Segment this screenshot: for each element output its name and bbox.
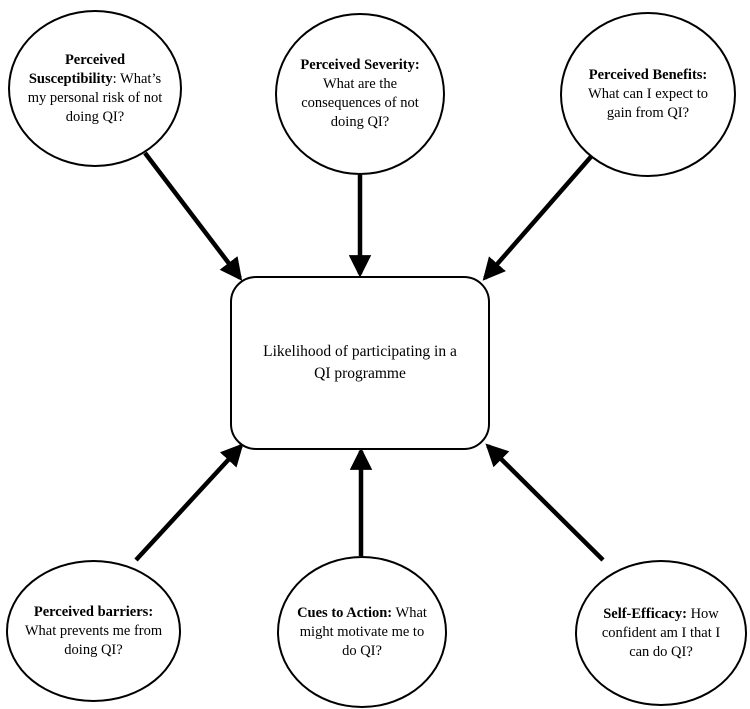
cues-to-action-title: Cues to Action: — [297, 604, 393, 621]
perceived-severity-title: Perceived Severity: — [300, 57, 420, 73]
arrow-benefits-to-center — [482, 149, 598, 281]
arrow-susceptibility-to-center — [143, 151, 243, 281]
perceived-severity-question: What are the consequences of not doing Q… — [301, 76, 419, 130]
cues-to-action-text: Cues to Action: What might motivate me t… — [279, 604, 445, 661]
perceived-susceptibility-node: Perceived Susceptibility: What’s my pers… — [8, 10, 182, 167]
perceived-barriers-text: Perceived barriers: What prevents me fro… — [8, 603, 179, 660]
likelihood-center-text: Likelihood of participating in a QI prog… — [263, 343, 457, 382]
self-efficacy-title: Self-Efficacy: — [603, 605, 687, 622]
arrow-barriers-to-center — [134, 443, 244, 562]
perceived-susceptibility-title: Perceived Susceptibility — [28, 51, 126, 87]
perceived-benefits-question: What can I expect to gain from QI? — [588, 86, 708, 121]
perceived-benefits-text: Perceived Benefits: What can I expect to… — [562, 66, 734, 123]
likelihood-center-box: Likelihood of participating in a QI prog… — [230, 276, 490, 450]
cues-to-action-node: Cues to Action: What might motivate me t… — [277, 556, 447, 708]
self-efficacy-question: How confident am I that I can do QI? — [601, 605, 721, 660]
perceived-severity-text: Perceived Severity: What are the consequ… — [277, 56, 443, 132]
self-efficacy-node: Self-Efficacy: How confident am I that I… — [575, 560, 747, 706]
perceived-barriers-title: Perceived barriers: — [33, 603, 154, 620]
perceived-barriers-question: What prevents me from doing QI? — [24, 622, 163, 658]
perceived-benefits-title: Perceived Benefits: — [588, 67, 708, 83]
arrow-efficacy-to-center — [485, 443, 605, 562]
self-efficacy-text: Self-Efficacy: How confident am I that I… — [577, 605, 745, 662]
perceived-barriers-node: Perceived barriers: What prevents me fro… — [6, 560, 181, 702]
cues-to-action-question: What might motivate me to do QI? — [299, 604, 427, 659]
perceived-susceptibility-question: : What’s my personal risk of not doing Q… — [27, 70, 163, 125]
perceived-benefits-node: Perceived Benefits: What can I expect to… — [560, 12, 736, 177]
perceived-severity-node: Perceived Severity: What are the consequ… — [275, 13, 445, 175]
perceived-susceptibility-text: Perceived Susceptibility: What’s my pers… — [10, 51, 180, 127]
